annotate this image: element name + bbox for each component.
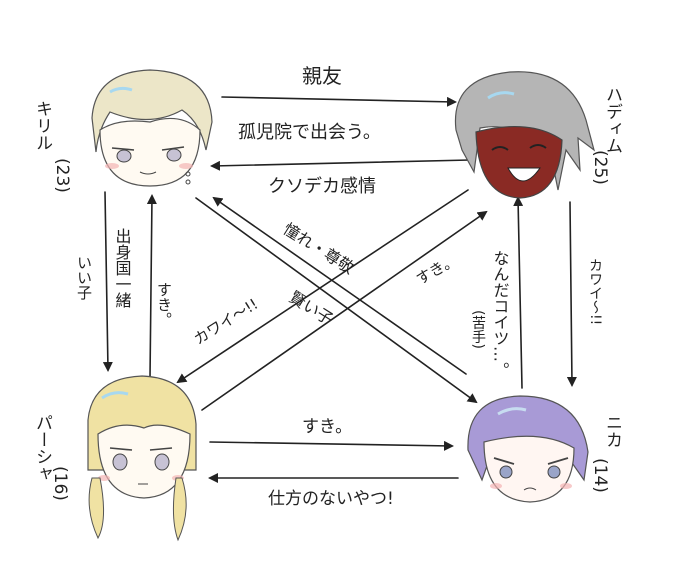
label-hadimu-kirill: クソデカ感情	[268, 176, 376, 197]
arrow-kirill-to-nika	[195, 197, 478, 404]
arrow-kirill-to-pasha	[102, 191, 113, 372]
arrow-pasha-to-nika	[209, 440, 454, 451]
kirill-name: キリル	[32, 100, 52, 151]
label-kirill-pasha: 出身国一緒	[113, 228, 132, 308]
label-nika-hadimu: なんだコイツ…。	[491, 250, 510, 378]
nika-name: ニカ	[602, 414, 622, 448]
label-nika-hadimu-sub: (苦手)	[470, 310, 486, 349]
arrow-hadimu-to-pasha	[176, 189, 469, 384]
arrow-pasha-to-hadimu	[201, 210, 488, 411]
hadimu-portrait	[454, 71, 596, 199]
label-nika-kirill: 憧れ・尊敬	[280, 219, 358, 278]
nika-age: (14)	[590, 458, 610, 493]
label-kirill-hadimu-mid: 孤児院で出会う。	[238, 122, 381, 143]
label-pasha-kirill: すき。	[155, 282, 173, 327]
label-hadimu-pasha: カワイ〜!!	[191, 295, 262, 348]
kirill-age: (23)	[52, 158, 72, 193]
kirill-portrait	[91, 69, 213, 187]
label-kirill-hadimu-top: 親友	[302, 64, 342, 88]
label-nika-pasha: 仕方のないやつ!	[268, 489, 394, 509]
hadimu-name: ハディム	[602, 86, 622, 154]
arrow-nika-to-hadimu	[513, 196, 524, 389]
label-pasha-nika: すき。	[302, 417, 352, 437]
pasha-name: パーシャ	[32, 414, 52, 482]
arrow-hadimu-to-nika	[566, 201, 577, 387]
arrow-kirill-to-hadimu	[221, 96, 457, 107]
arrow-pasha-to-kirill	[146, 194, 157, 379]
pasha-age: (16)	[50, 466, 70, 501]
hadimu-age: (25)	[590, 150, 610, 185]
label-hadimu-nika: カワイ〜!!	[587, 258, 603, 325]
label-kirill-pasha-side: いい子	[75, 255, 93, 300]
arrow-nika-to-kirill	[212, 196, 467, 375]
pasha-portrait	[87, 375, 197, 542]
arrow-hadimu-to-kirill	[210, 159, 471, 171]
label-pasha-hadimu: すき。	[413, 251, 460, 289]
nika-portrait	[467, 395, 589, 503]
